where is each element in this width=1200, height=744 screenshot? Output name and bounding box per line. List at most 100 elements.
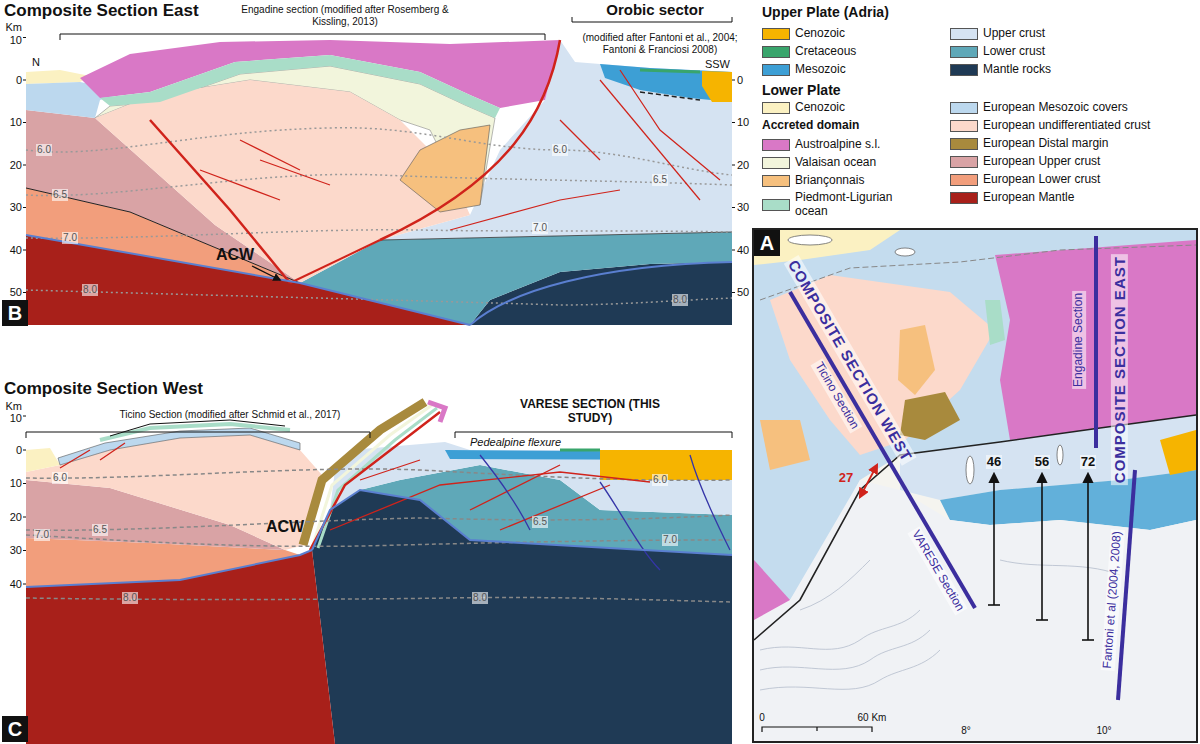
- isoline: [26, 535, 732, 546]
- panel: Composite Section WestC: [0, 378, 742, 744]
- moho: [26, 550, 312, 587]
- adria-mesozoic: [600, 64, 732, 102]
- legend-text: Cretaceous: [795, 45, 856, 59]
- feature-label: Pedealpine flexure: [470, 436, 561, 449]
- axis-label: 10: [10, 116, 22, 129]
- fault: [360, 460, 420, 480]
- legend-text: Piedmont-Ligurian ocean: [795, 191, 915, 219]
- isoline-value: 7.0: [662, 534, 678, 546]
- adria-cretaceous: [640, 70, 700, 72]
- axis-label: Km: [6, 21, 23, 34]
- tick: [732, 80, 735, 293]
- axis-ticks: [23, 38, 735, 293]
- contour: [760, 610, 920, 650]
- source-note: (modified after Fantoni et al., 2004; Fa…: [575, 32, 745, 56]
- distance-arrow: [1087, 474, 1089, 640]
- section-trace-label: Engadine Section: [1072, 291, 1086, 389]
- legend-text: Mantle rocks: [983, 63, 1051, 77]
- lower-plate-cenozoic: [26, 448, 60, 472]
- legend-swatch: [950, 28, 978, 40]
- map-ground: [754, 230, 1196, 741]
- isoline-value: 8.0: [122, 592, 138, 604]
- isoline: [26, 128, 732, 175]
- axis-label: 40: [737, 244, 749, 257]
- source-note: Ticino Section (modified after Schmid et…: [115, 409, 345, 421]
- isoline-value: 8.0: [672, 294, 688, 306]
- bracket: [60, 34, 545, 40]
- fault: [240, 140, 300, 170]
- legend-swatch: [950, 138, 978, 150]
- isoline-value: 6.5: [532, 516, 548, 528]
- legend-text: European Mesozoic covers: [983, 101, 1128, 115]
- scale-bar: [762, 727, 872, 732]
- legend-swatch: [950, 46, 978, 58]
- lake: [966, 456, 974, 484]
- axis-label: 0: [737, 74, 743, 87]
- fault: [600, 80, 700, 200]
- adria-cenozoic: [702, 71, 732, 102]
- legend-text: Upper crust: [983, 27, 1045, 41]
- brianconnais-area: [898, 325, 935, 395]
- brianconnais-area: [760, 420, 810, 470]
- legend-swatch: [762, 157, 790, 169]
- moho: [312, 490, 732, 555]
- isoline-value: 6.0: [52, 472, 68, 484]
- section-west: [26, 402, 732, 744]
- lake: [895, 248, 915, 256]
- legend-text: Cenozoic: [795, 27, 845, 41]
- axis-label: 20: [10, 159, 22, 172]
- isoline-value: 7.0: [62, 232, 78, 244]
- section-east: [23, 17, 735, 325]
- fault: [500, 485, 610, 530]
- lower-plate-cenozoic: [26, 70, 90, 84]
- isoline-value: 7.0: [34, 529, 50, 541]
- isoline-value: 8.0: [82, 284, 98, 296]
- isoline-value: 6.5: [92, 524, 108, 536]
- lake: [1057, 445, 1063, 465]
- isoline-value: 8.0: [472, 592, 488, 604]
- adria-upper-crust: [330, 442, 732, 515]
- isolines: [26, 128, 732, 305]
- contour: [1000, 560, 1120, 575]
- isoline: [26, 469, 732, 480]
- legend-heading: Lower Plate: [762, 82, 841, 98]
- panel-title: Composite Section East: [4, 1, 199, 21]
- legend-swatch: [950, 156, 978, 168]
- main-thrust: [290, 240, 380, 283]
- fault: [330, 472, 650, 530]
- isoline-value: 6.5: [652, 174, 668, 186]
- arrow-tail: [988, 604, 1000, 606]
- legend-swatch: [950, 120, 978, 132]
- faults: [200, 70, 720, 230]
- arrow-tail: [1082, 639, 1094, 641]
- distance-arrow: [993, 474, 995, 605]
- moho: [470, 262, 732, 325]
- thrust: [480, 455, 530, 530]
- legend-text: Cenozoic: [795, 101, 845, 115]
- axis-label: 50: [737, 286, 749, 299]
- legend-text: Briançonnais: [795, 174, 864, 188]
- legend-swatch: [950, 102, 978, 114]
- legend-swatch: [950, 192, 978, 204]
- sector-title: Orobic sector: [606, 1, 704, 18]
- axis-label: 40: [10, 244, 22, 257]
- distance-number: 56: [1034, 455, 1050, 470]
- wedge-label: ACW: [216, 246, 254, 264]
- fault: [260, 160, 330, 185]
- boundary: [26, 188, 300, 283]
- legend-swatch: [762, 139, 790, 151]
- section-trace: [790, 292, 975, 608]
- piedmont-ligurian: [100, 55, 500, 118]
- panel-letter: C: [2, 716, 28, 742]
- legend-text: European Mantle: [983, 191, 1074, 205]
- axis-label: 10: [737, 116, 749, 129]
- european-mesozoic-covers: [58, 428, 300, 465]
- scale-label: 8°: [961, 725, 971, 737]
- axis-label: 40: [10, 578, 22, 591]
- legend-heading: Upper Plate (Adria): [762, 4, 889, 20]
- thrust-trace: [760, 245, 1196, 300]
- legend-swatch: [762, 28, 790, 40]
- isoline-value: 6.0: [552, 144, 568, 156]
- source-note: Engadine section (modified after Rosembe…: [225, 4, 465, 28]
- moho: [26, 235, 470, 325]
